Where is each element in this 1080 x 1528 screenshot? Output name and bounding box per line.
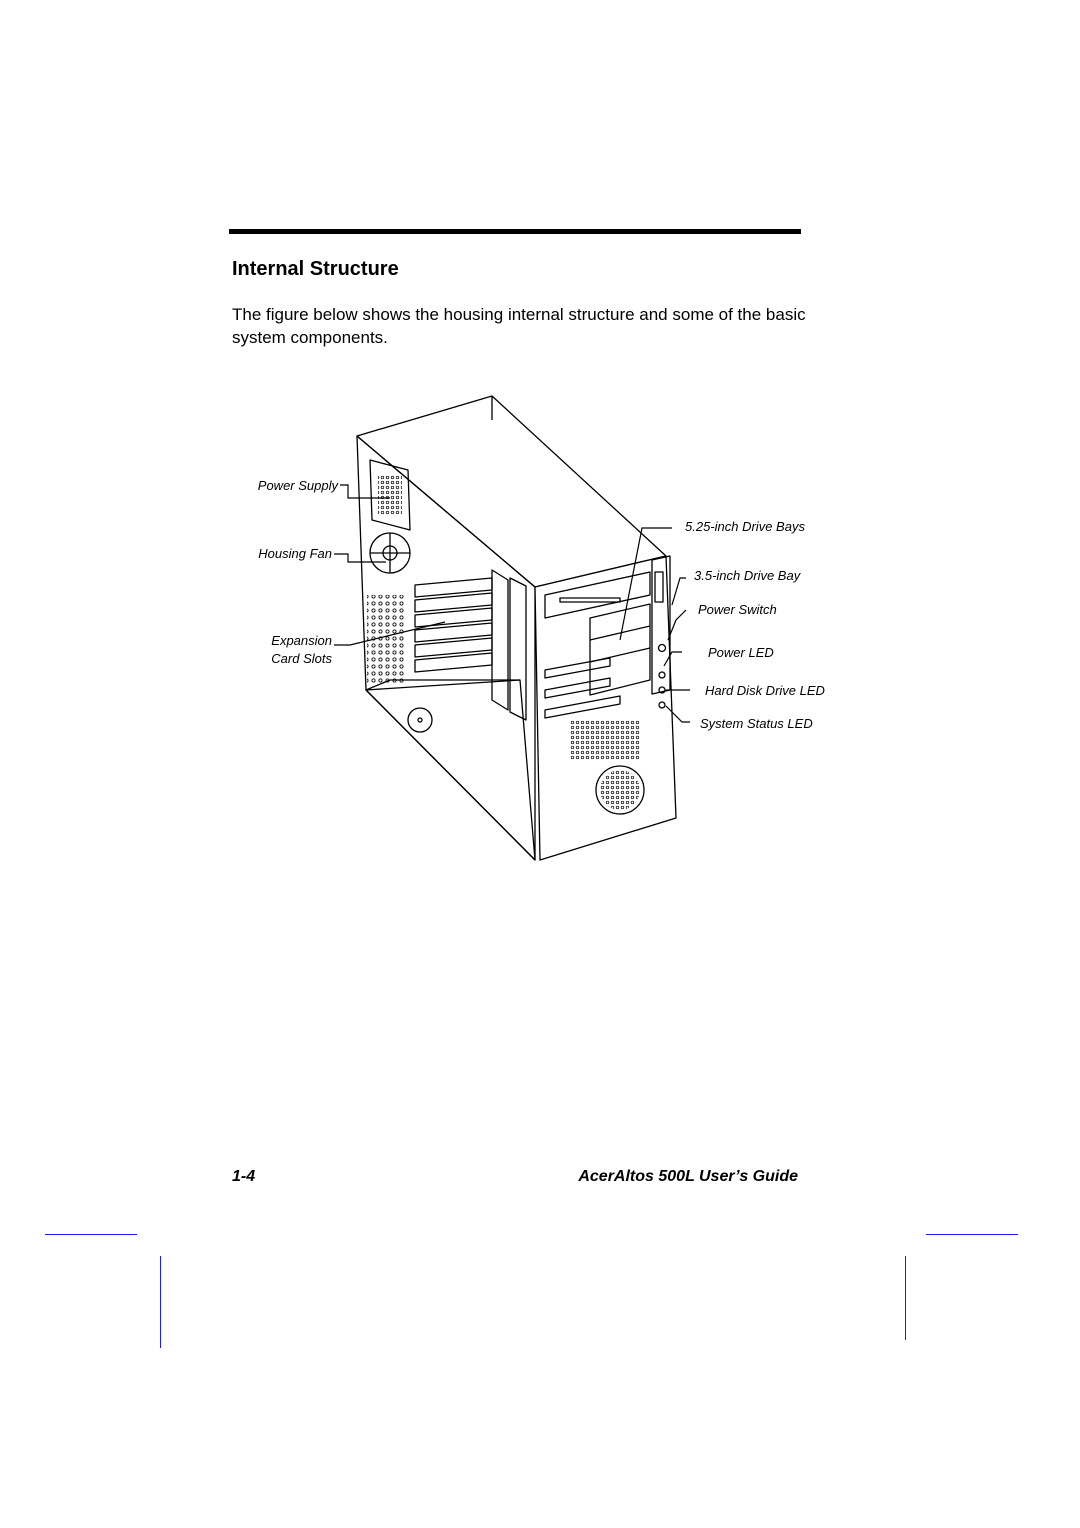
page-number: 1-4 [232, 1168, 256, 1185]
chassis-figure: Power Supply Housing Fan Expansion Card … [230, 390, 850, 870]
chassis-illustration [334, 395, 690, 861]
callout-hdd-led: Hard Disk Drive LED [705, 683, 825, 698]
callout-35-drive-bay: 3.5-inch Drive Bay [694, 568, 801, 583]
crop-mark-right [905, 1256, 906, 1340]
guide-title: AcerAltos 500L User’s Guide [578, 1168, 798, 1185]
crop-mark-top-right [926, 1234, 1018, 1235]
callout-housing-fan: Housing Fan [258, 546, 332, 561]
callout-card-slots: Card Slots [271, 651, 332, 666]
callout-status-led: System Status LED [700, 716, 813, 731]
callout-power-supply: Power Supply [257, 478, 338, 493]
crop-mark-left [160, 1256, 161, 1348]
callout-power-switch: Power Switch [698, 602, 777, 617]
callout-power-led: Power LED [708, 645, 774, 660]
section-title: Internal Structure [232, 258, 399, 280]
callout-expansion: Expansion [271, 633, 332, 648]
section-rule [229, 229, 801, 234]
intro-paragraph: The figure below shows the housing inter… [232, 305, 806, 347]
crop-mark-top-left [45, 1234, 137, 1235]
callout-525-drive-bays: 5.25-inch Drive Bays [685, 519, 805, 534]
